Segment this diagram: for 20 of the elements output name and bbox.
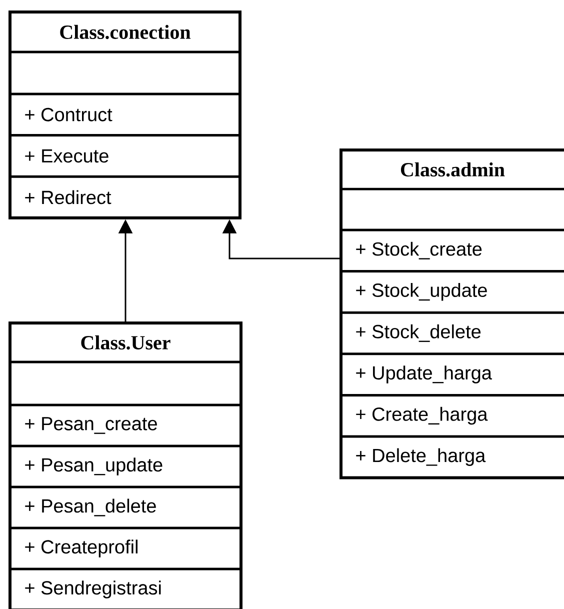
- method-label: + Redirect: [25, 190, 112, 204]
- method-label: + Delete_harga: [356, 448, 486, 466]
- method-label: + Pesan_create: [25, 417, 157, 434]
- method-label: + Contruct: [25, 108, 112, 122]
- class-box: [8, 322, 242, 609]
- method-label: + Create_harga: [356, 406, 488, 425]
- method-label: + Stock_create: [356, 242, 482, 260]
- class-name: Class.User: [81, 335, 170, 350]
- method-label: + Sendregistrasi: [25, 580, 161, 598]
- class-name: Class.admin: [400, 162, 505, 177]
- method-label: + Stock_delete: [356, 324, 481, 342]
- method-label: + Createprofil: [25, 540, 138, 558]
- method-label: + Pesan_update: [25, 458, 162, 476]
- class-box: [340, 148, 564, 480]
- method-label: + Pesan_delete: [25, 498, 156, 516]
- method-label: + Execute: [25, 149, 108, 163]
- method-label: + Update_harga: [356, 366, 492, 384]
- class-name: Class.conection: [60, 24, 191, 40]
- class-box: [8, 10, 242, 220]
- method-label: + Stock_update: [356, 283, 487, 301]
